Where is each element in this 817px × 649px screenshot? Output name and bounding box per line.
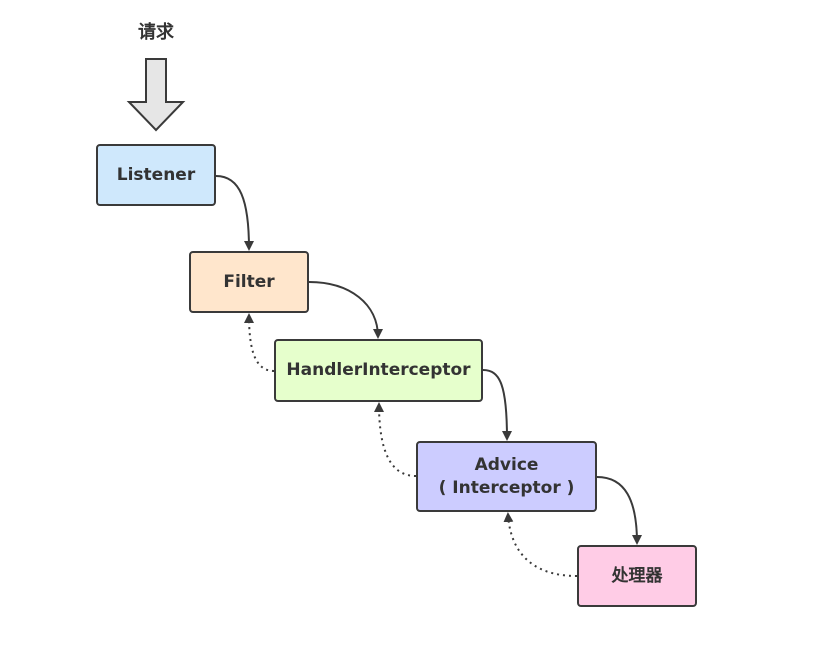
filter-label: Filter	[223, 271, 275, 292]
return-arrow-processor-to-advice	[503, 512, 578, 577]
listener-node: Listener	[96, 144, 216, 206]
arrow-advice-to-processor	[596, 476, 642, 545]
arrow-filter-to-handler	[308, 281, 383, 339]
arrow-handler-to-advice	[482, 369, 512, 441]
listener-label: Listener	[116, 164, 196, 185]
return-arrow-handler-to-filter	[244, 313, 275, 372]
advice-label: Advice	[474, 454, 539, 475]
filter-node: Filter	[189, 251, 309, 313]
processor-node: 处理器	[577, 545, 697, 607]
processor-label: 处理器	[611, 565, 663, 586]
advice-interceptor-label: ( Interceptor )	[438, 477, 575, 498]
request-arrow-icon	[126, 58, 186, 132]
handler-interceptor-node: HandlerInterceptor	[274, 339, 483, 402]
return-arrow-advice-to-handler	[374, 402, 417, 477]
handler-interceptor-label: HandlerInterceptor	[286, 360, 471, 381]
arrow-listener-to-filter	[215, 175, 254, 251]
request-label: 请求	[138, 22, 174, 43]
advice-node: Advice ( Interceptor )	[416, 441, 597, 512]
